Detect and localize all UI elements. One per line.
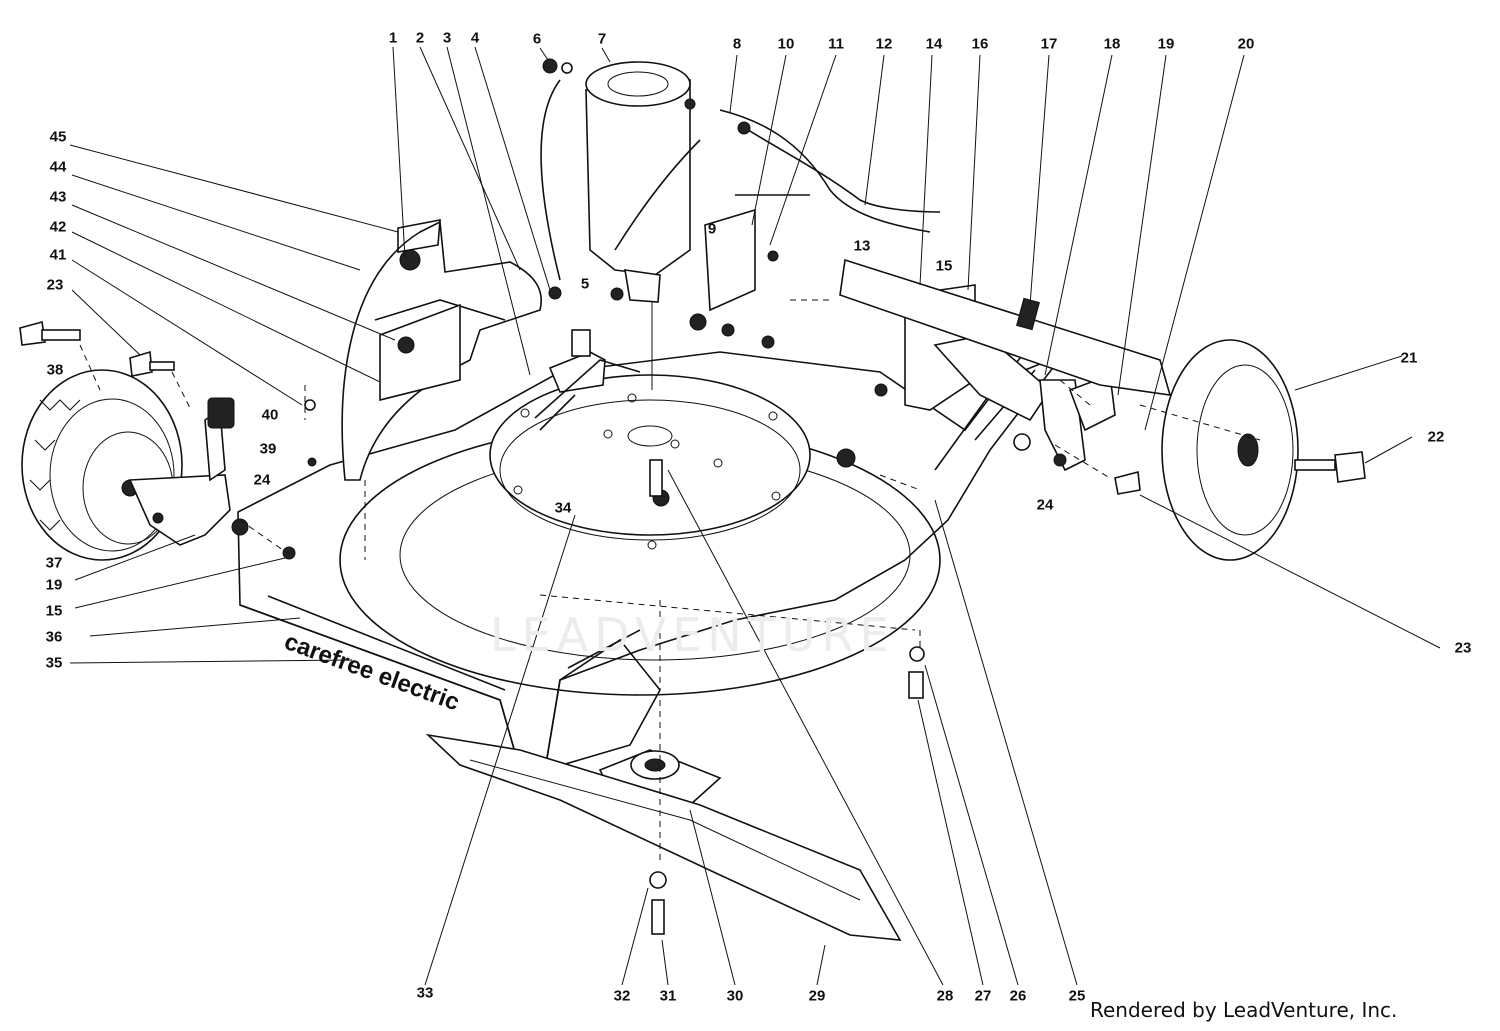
callout-34: 34 bbox=[554, 499, 572, 517]
fasteners bbox=[19, 58, 1366, 935]
callout-10: 10 bbox=[777, 35, 795, 53]
mower-blade bbox=[425, 733, 902, 941]
callout-13: 13 bbox=[853, 237, 871, 255]
switch-assembly bbox=[534, 329, 641, 431]
callout-15-right: 15 bbox=[935, 257, 953, 275]
callout-22: 22 bbox=[1427, 428, 1445, 446]
callout-23-right: 23 bbox=[1454, 639, 1472, 657]
callout-31: 31 bbox=[659, 987, 677, 1005]
callout-32: 32 bbox=[613, 987, 631, 1005]
callout-19-top: 19 bbox=[1157, 35, 1175, 53]
callout-8: 8 bbox=[732, 35, 742, 53]
leader-lines bbox=[69, 46, 1441, 986]
front-height-bracket bbox=[128, 397, 249, 546]
wire-harness bbox=[540, 79, 941, 281]
callout-6: 6 bbox=[532, 30, 542, 48]
callout-38: 38 bbox=[46, 361, 64, 379]
callout-40: 40 bbox=[261, 406, 279, 424]
callout-9: 9 bbox=[707, 220, 717, 238]
callout-11: 11 bbox=[828, 35, 844, 53]
motor-plate bbox=[489, 374, 811, 550]
callout-17: 17 bbox=[1040, 35, 1058, 53]
callout-15-left: 15 bbox=[45, 602, 63, 620]
callout-23-left: 23 bbox=[46, 276, 64, 294]
callout-21: 21 bbox=[1400, 349, 1418, 367]
callout-3: 3 bbox=[442, 29, 452, 47]
callout-24-left: 24 bbox=[253, 471, 271, 489]
callout-19-left: 19 bbox=[45, 576, 63, 594]
right-wheel bbox=[1161, 339, 1299, 561]
electric-motor bbox=[585, 61, 696, 390]
baffle-plate bbox=[704, 208, 756, 337]
callout-24-right: 24 bbox=[1036, 496, 1054, 514]
callout-39: 39 bbox=[259, 440, 277, 458]
callout-29: 29 bbox=[808, 987, 826, 1005]
callout-20: 20 bbox=[1237, 35, 1255, 53]
callout-28: 28 bbox=[936, 987, 954, 1005]
callout-37: 37 bbox=[45, 554, 63, 572]
callout-2: 2 bbox=[415, 29, 425, 47]
callout-12: 12 bbox=[875, 35, 893, 53]
left-wheel bbox=[21, 369, 183, 561]
callout-30: 30 bbox=[726, 987, 744, 1005]
assembly-guides bbox=[79, 299, 1261, 860]
callout-26: 26 bbox=[1009, 987, 1027, 1005]
callout-45: 45 bbox=[49, 128, 67, 146]
callout-35: 35 bbox=[45, 654, 63, 672]
callout-27: 27 bbox=[974, 987, 992, 1005]
callout-7: 7 bbox=[597, 30, 607, 48]
callout-44: 44 bbox=[49, 158, 67, 176]
callout-41: 41 bbox=[49, 246, 67, 264]
callout-1: 1 bbox=[388, 29, 398, 47]
callout-43: 43 bbox=[49, 188, 67, 206]
discharge-cover bbox=[341, 219, 542, 481]
callout-33: 33 bbox=[416, 984, 434, 1002]
callout-25: 25 bbox=[1068, 987, 1086, 1005]
callout-4: 4 bbox=[470, 29, 480, 47]
callout-14: 14 bbox=[925, 35, 943, 53]
watermark: LEADVENTURE bbox=[490, 608, 895, 662]
callout-42: 42 bbox=[49, 218, 67, 236]
callout-16: 16 bbox=[971, 35, 989, 53]
render-credit: Rendered by LeadVenture, Inc. bbox=[1090, 998, 1398, 1022]
callout-5: 5 bbox=[580, 275, 590, 293]
callout-18: 18 bbox=[1103, 35, 1121, 53]
rear-axle-tube bbox=[839, 258, 1172, 396]
callout-36: 36 bbox=[45, 628, 63, 646]
